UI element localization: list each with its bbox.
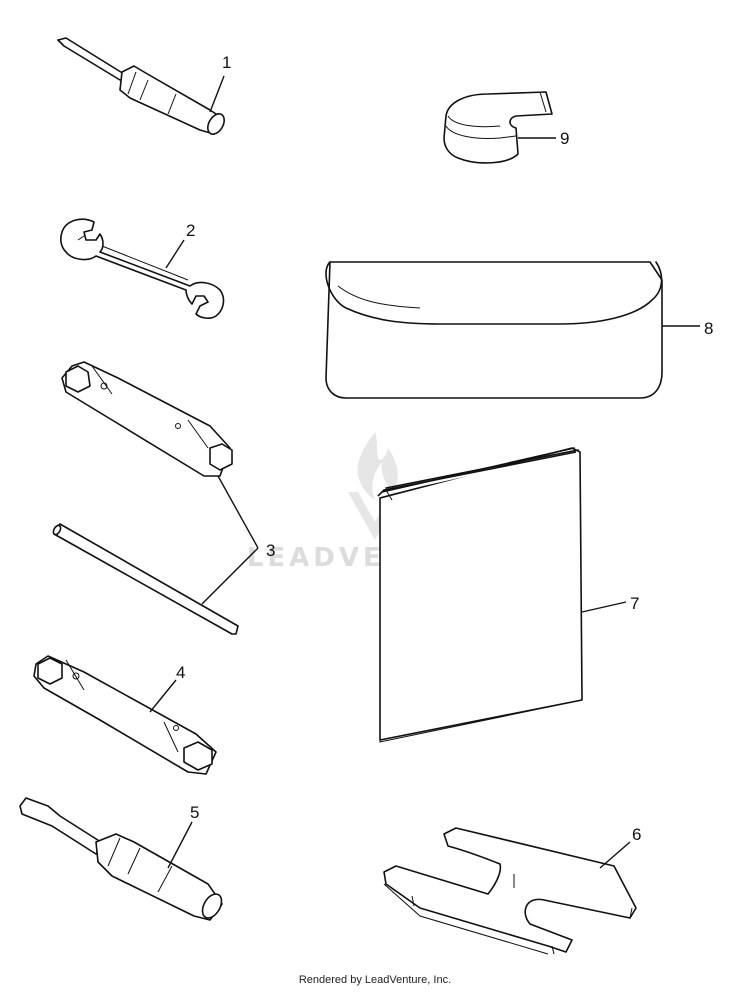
callout-5: 5	[190, 803, 199, 822]
part-manual-booklet[interactable]	[377, 447, 583, 743]
part-screwdriver-small[interactable]	[57, 37, 228, 137]
callout-1: 1	[222, 53, 231, 72]
leader-7	[581, 601, 627, 613]
part-open-end-wrench[interactable]	[60, 218, 225, 319]
leader-2	[165, 239, 185, 269]
leader-1	[209, 75, 225, 113]
part-strap[interactable]	[443, 91, 553, 164]
leader-6	[599, 841, 631, 869]
callout-9: 9	[560, 129, 569, 148]
part-screwdriver-large[interactable]	[19, 797, 225, 921]
part-tube-wrench-short[interactable]	[33, 655, 217, 775]
callout-6: 6	[632, 825, 641, 844]
leader-3a	[217, 475, 259, 549]
part-tube-wrench[interactable]	[61, 361, 233, 477]
callout-8: 8	[704, 319, 713, 338]
callout-2: 2	[186, 221, 195, 240]
leader-4	[149, 679, 177, 713]
footer-credit: Rendered by LeadVenture, Inc.	[298, 974, 452, 986]
callout-3: 3	[266, 541, 275, 560]
part-tommy-bar[interactable]	[52, 523, 239, 635]
leader-5	[167, 821, 193, 869]
leader-3b	[201, 547, 259, 605]
part-spanner-wrench[interactable]	[383, 827, 637, 955]
part-tool-pouch[interactable]	[325, 261, 663, 399]
callout-4: 4	[176, 663, 185, 682]
callout-7: 7	[630, 594, 639, 613]
